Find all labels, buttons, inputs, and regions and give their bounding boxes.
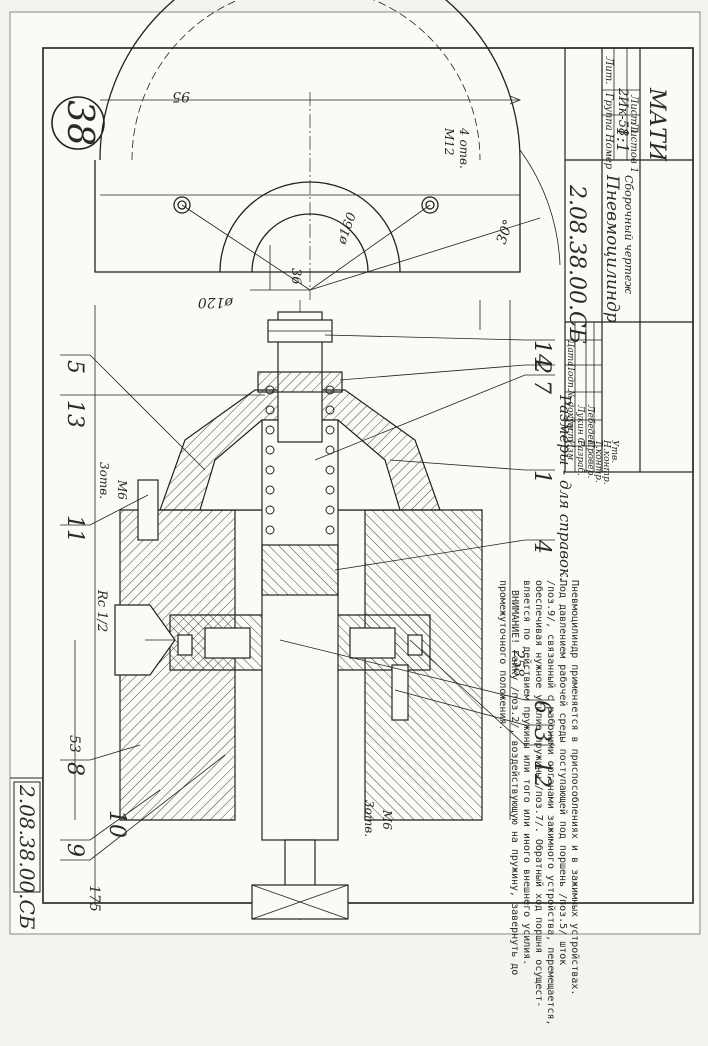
description-line-7: промежуточного положения. <box>497 580 508 731</box>
dim-53: 53 <box>66 735 82 753</box>
title-lit: Лит. <box>603 56 614 84</box>
dim-rc: Rc 1/2 <box>94 589 109 632</box>
title-doc-code: 2.08.38.00.СБ <box>564 184 589 344</box>
dim-3holes-top: 3отв. <box>97 462 111 499</box>
title-sheet: Лист 1 <box>628 94 639 134</box>
callout-12: 12 <box>529 760 554 788</box>
dim-m6-bottom: М6 <box>380 809 394 830</box>
callout-4: 4 <box>529 539 554 554</box>
leader-lines <box>60 300 555 905</box>
description-text: Пневмоцилиндр применяется в приспособлен… <box>497 580 581 1026</box>
title-row-name-3: Лебедев <box>585 404 596 445</box>
title-sheets: Листов 1 <box>628 121 639 173</box>
dim-36: 36 <box>288 268 303 285</box>
section-view <box>114 300 483 920</box>
side-code: 2.08.38.00.СБ <box>15 784 39 930</box>
description-line-6: ВНИМАНИЕ! Гайку /поз.2/, воздействующую … <box>509 590 521 975</box>
callout-2: 2 <box>529 359 554 374</box>
sheet-number-circle <box>51 96 105 150</box>
callout-5: 5 <box>62 360 87 374</box>
description-line-3: /поз.9/, связанный с рабочими органами з… <box>545 580 557 1026</box>
title-rows: Изм Лист № докум. Подп. Дата Разраб. Лук… <box>565 339 619 485</box>
callout-14: 14 <box>529 340 554 368</box>
title-row-role-2: Разраб. <box>575 439 586 476</box>
title-row-doc-1: № докум. <box>565 389 575 434</box>
dim-m12: М12 <box>442 127 456 156</box>
title-block <box>564 47 694 473</box>
description-line-4: обеспечивая нужное усилие пружины /поз.7… <box>533 580 545 1007</box>
dim-holes: 4 отв. <box>457 127 471 169</box>
callout-13: 13 <box>62 400 87 428</box>
sheet-number: 38 <box>59 100 100 146</box>
dim-d120: ø120 <box>198 294 234 310</box>
drawing-frame <box>42 47 694 904</box>
callout-1: 1 <box>529 470 554 484</box>
title-row-role-6: Утв. <box>609 440 619 463</box>
title-scale: 1:1 <box>613 127 632 153</box>
title-row-role-3: Провер. <box>585 439 595 478</box>
callout-11: 11 <box>62 515 87 543</box>
title-row-role-4: Т.контр. <box>593 440 603 483</box>
callout-9: 9 <box>62 843 87 857</box>
dim-30deg: 30° <box>494 218 518 247</box>
end-view <box>94 0 561 300</box>
title-row-name-1: Лист <box>565 414 575 442</box>
title-row-name-2: Лукин С. <box>575 404 585 448</box>
callout-6: 6 <box>529 700 554 714</box>
reference-note: Размеры - для справок. <box>556 394 574 582</box>
dim-3holes-bottom: 3отв. <box>362 800 376 837</box>
description-line-2: Под давлением рабочей среды поступающей … <box>557 580 569 965</box>
title-row-sign-1: Подп. <box>565 362 575 391</box>
callout-3: 3 <box>529 728 554 742</box>
callout-10: 10 <box>104 810 129 838</box>
callout-8: 8 <box>62 762 87 776</box>
title-doc-type: Сборочный чертеж <box>622 175 635 294</box>
title-row-role-1: Изм <box>565 439 575 460</box>
dim-258: 258 <box>510 649 526 677</box>
dim-175: 175 <box>86 885 102 912</box>
title-row-role-5: Н.контр. <box>601 439 611 485</box>
callout-7: 7 <box>529 380 554 394</box>
description-line-1: Пневмоцилиндр применяется в приспособлен… <box>569 580 581 995</box>
title-org: МАТИ <box>644 87 669 162</box>
dim-m6-top: М6 <box>115 479 129 500</box>
title-row-date-1: Дата <box>565 339 575 367</box>
title-group-value: 2Ик-58 <box>615 87 630 136</box>
description-line-5: вляется по действием пружины или того ил… <box>521 580 533 965</box>
dim-95: 95 <box>172 88 190 104</box>
title-name: Пневмоцилиндр <box>602 174 622 323</box>
title-group-header: Группа Номер <box>603 92 614 170</box>
